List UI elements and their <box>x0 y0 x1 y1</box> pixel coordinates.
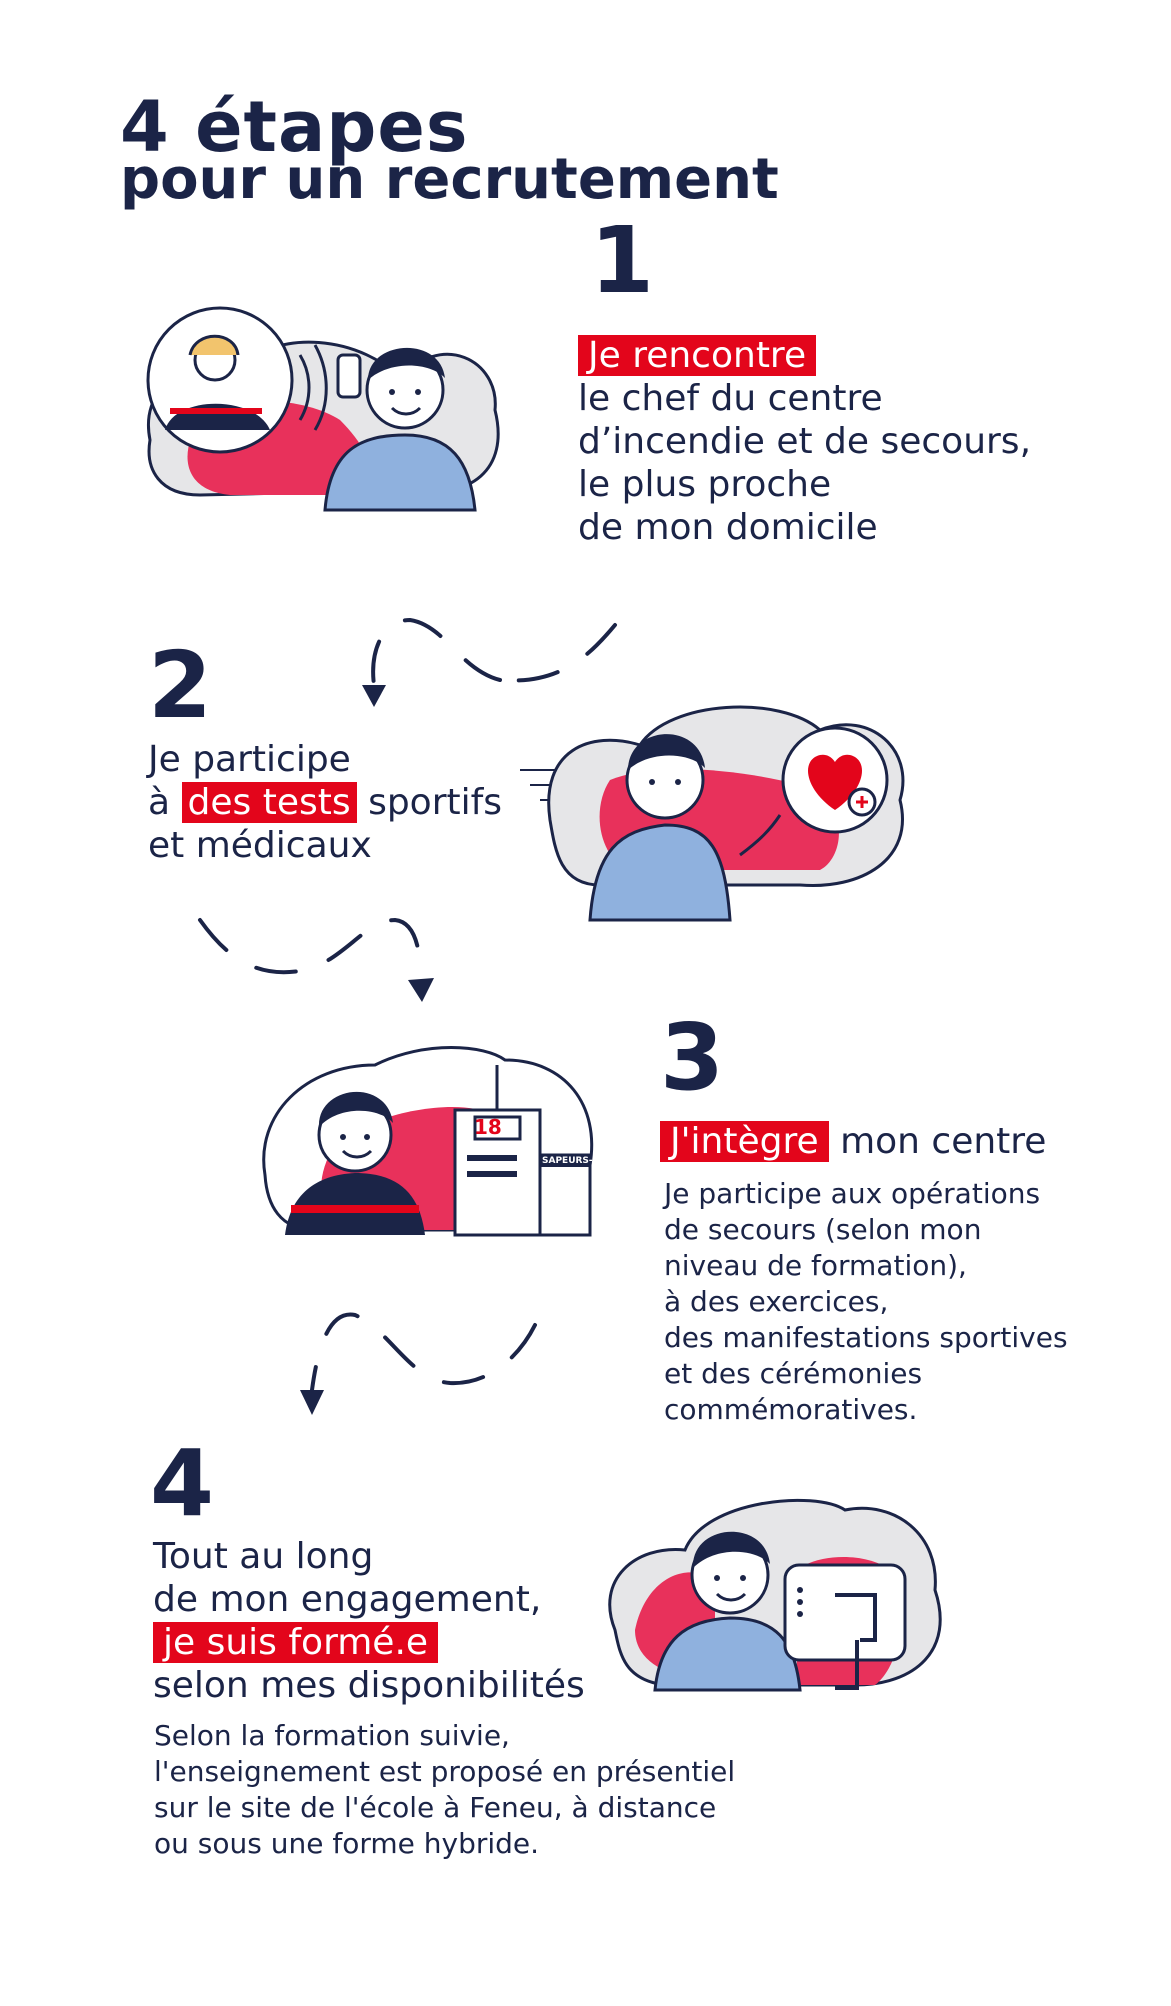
step-3-highlight: J'intègre <box>660 1121 829 1162</box>
step-3-detail: des manifestations sportives <box>664 1321 1068 1354</box>
step-4-detail: sur le site de l'école à Feneu, à distan… <box>154 1791 717 1824</box>
page-title: 4 étapes <box>120 86 469 168</box>
dashed-arrow-2-icon <box>198 917 434 1002</box>
station-badge: 18 <box>474 1115 502 1139</box>
heart-health-icon <box>520 705 905 922</box>
page-subtitle: pour un recrutement <box>120 147 779 212</box>
step-3-detail: niveau de formation), <box>664 1249 967 1282</box>
step-2-prefix: à <box>148 782 171 823</box>
computer-training-icon <box>608 1498 942 1692</box>
step-2-text: Je participe à des tests sportifs et méd… <box>148 738 502 867</box>
dashed-arrow-3-icon <box>300 1312 537 1415</box>
step-3-detail: commémoratives. <box>664 1393 918 1426</box>
step-3-heading-suffix: mon centre <box>840 1121 1047 1162</box>
step-1-line: de mon domicile <box>578 507 878 548</box>
step-4-detail: l'enseignement est proposé en présentiel <box>154 1755 736 1788</box>
step-3-detail: de secours (selon mon <box>664 1213 982 1246</box>
phone-call-icon <box>146 306 500 512</box>
station-sign: SAPEURS- <box>542 1156 593 1166</box>
step-4-details: Selon la formation suivie, l'enseignemen… <box>154 1718 735 1862</box>
step-3-number: 3 <box>660 1004 725 1111</box>
step-2-number: 2 <box>148 632 213 739</box>
step-4-highlight: je suis formé.e <box>153 1622 439 1663</box>
step-2-line: et médicaux <box>148 825 372 866</box>
step-1-line: d’incendie et de secours, <box>578 421 1032 462</box>
step-4-line: de mon engagement, <box>153 1579 542 1620</box>
step-4-number: 4 <box>150 1430 215 1537</box>
step-4-line: Tout au long <box>153 1536 374 1577</box>
fire-station-icon <box>262 1046 594 1237</box>
step-3-heading: J'intègre mon centre <box>660 1120 1046 1163</box>
step-3-detail: à des exercices, <box>664 1285 889 1318</box>
step-4-line: selon mes disponibilités <box>153 1665 585 1706</box>
step-1-number: 1 <box>590 207 655 314</box>
step-3-detail: et des cérémonies <box>664 1357 923 1390</box>
step-4-detail: ou sous une forme hybride. <box>154 1827 540 1860</box>
step-2-suffix: sportifs <box>368 782 503 823</box>
step-1-highlight: Je rencontre <box>578 335 817 376</box>
step-1-text: Je rencontre le chef du centre d’incendi… <box>578 334 1031 549</box>
step-2-line: Je participe <box>148 739 351 780</box>
step-4-text: Tout au long de mon engagement, je suis … <box>153 1535 585 1707</box>
step-1-line: le chef du centre <box>578 378 883 419</box>
step-1-line: le plus proche <box>578 464 832 505</box>
step-2-highlight: des tests <box>181 782 357 823</box>
dashed-arrow-1-icon <box>362 617 617 707</box>
step-4-detail: Selon la formation suivie, <box>154 1719 510 1752</box>
step-3-detail: Je participe aux opérations <box>664 1177 1041 1210</box>
step-3-details: Je participe aux opérations de secours (… <box>664 1176 1068 1428</box>
